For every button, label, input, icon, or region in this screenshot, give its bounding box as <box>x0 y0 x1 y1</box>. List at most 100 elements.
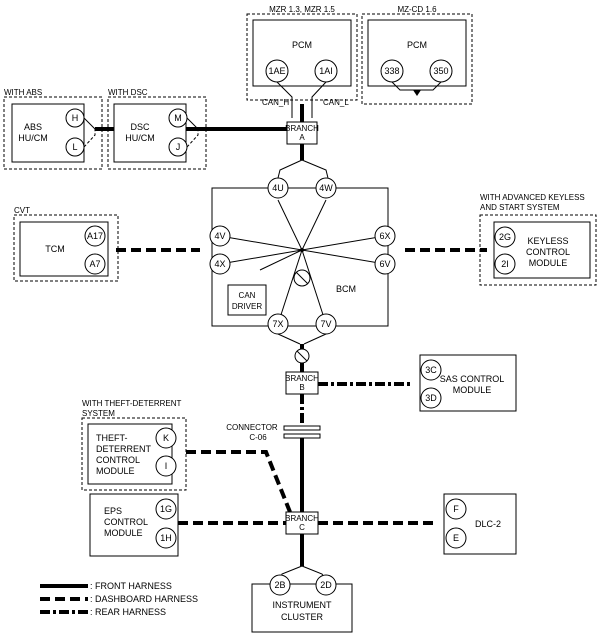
pcm-mzr-can-lines <box>276 81 327 118</box>
dlc-group: DLC-2 F E <box>443 493 517 555</box>
keyless-label-1: KEYLESS <box>527 236 568 246</box>
theft-label-4: MODULE <box>96 466 135 476</box>
pcm-mzcd-optional-frame <box>361 13 473 105</box>
pin-a17-label: A17 <box>87 231 103 241</box>
pcm-mzcd-group: MZ-CD 1.6 PCM 338 350 <box>361 5 473 105</box>
pin-338-label: 338 <box>384 66 399 76</box>
pin-i-label: I <box>165 461 168 471</box>
pin-6x-label: 6X <box>379 231 390 241</box>
can-driver-label-2: DRIVER <box>232 302 262 311</box>
cluster-box <box>251 583 353 633</box>
eps-label-3: MODULE <box>104 528 143 538</box>
pcm-mzr-optional-frame <box>246 13 358 101</box>
theft-label-3: CONTROL <box>96 455 140 465</box>
terminator-slash <box>295 271 309 285</box>
pin-i-circle <box>155 455 177 477</box>
keyless-group-label-2: AND START SYSTEM <box>480 203 560 212</box>
pin-1h-label: 1H <box>160 533 172 543</box>
bcm-label: BCM <box>336 284 356 294</box>
pin-4u-circle <box>267 177 289 199</box>
pin-7x-label: 7X <box>272 319 283 329</box>
pcm-mzcd-twist-mark <box>413 90 421 96</box>
pin-3c-circle <box>420 359 442 381</box>
pin-2b-circle <box>269 574 291 596</box>
dsc-label-2: HU/CM <box>125 133 155 143</box>
connector-label-2: C-06 <box>249 433 267 442</box>
pin-2i-label: 2I <box>501 259 509 269</box>
abs-group: WITH ABS ABS HU/CM H L <box>3 88 103 170</box>
bcm-group: BCM CAN DRIVER 4U 4W 4V 4X 6X 6V 7X 7V <box>209 177 396 335</box>
sas-label-2: MODULE <box>453 385 492 395</box>
pin-6x-circle <box>374 225 396 247</box>
pin-h-label: H <box>72 113 79 123</box>
pin-k-label: K <box>163 433 169 443</box>
theft-to-branch-c-dashboard <box>186 450 292 513</box>
branch-c-label-1: BRANCH <box>285 514 319 523</box>
pin-4v-circle <box>209 225 231 247</box>
pin-f-label: F <box>453 504 459 514</box>
keyless-label-2: CONTROL <box>526 247 570 257</box>
connector-c06-top <box>283 425 321 431</box>
abs-can-line-l <box>83 129 96 148</box>
pin-a17-circle <box>84 225 106 247</box>
pin-4u-label: 4U <box>272 183 284 193</box>
theft-group: WITH THEFT-DETERRENT SYSTEM THEFT- DETER… <box>81 399 187 491</box>
connector-c06-bottom <box>283 433 321 439</box>
pin-1ae-label: 1AE <box>268 66 285 76</box>
dsc-group: WITH DSC DSC HU/CM M J <box>107 88 207 170</box>
dsc-can-line-m <box>186 117 199 130</box>
dsc-can-line-j <box>186 129 199 148</box>
dsc-group-label: WITH DSC <box>108 88 148 97</box>
pin-7v-label: 7V <box>320 319 331 329</box>
pcm-mzr-label: PCM <box>292 40 312 50</box>
pin-2i-circle <box>494 253 516 275</box>
legend-rear-label: : REAR HARNESS <box>90 607 166 617</box>
sas-label-1: SAS CONTROL <box>440 374 505 384</box>
pin-1ai-label: 1AI <box>319 66 333 76</box>
dsc-label-1: DSC <box>130 122 150 132</box>
theft-label-2: DETERRENT <box>96 444 152 454</box>
pin-1g-circle <box>155 498 177 520</box>
pin-2d-label: 2D <box>320 580 332 590</box>
abs-group-label: WITH ABS <box>4 88 42 97</box>
pin-e-circle <box>445 527 467 549</box>
can-driver-label-1: CAN <box>239 291 256 300</box>
pin-a7-circle <box>84 253 106 275</box>
pin-4x-label: 4X <box>214 259 225 269</box>
legend-dashboard-label: : DASHBOARD HARNESS <box>90 594 198 604</box>
keyless-group-label-1: WITH ADVANCED KEYLESS <box>480 193 585 202</box>
sas-group: SAS CONTROL MODULE 3C 3D <box>419 354 517 412</box>
pcm-mzr-group-label: MZR 1.3, MZR 1.5 <box>269 5 335 14</box>
pin-6v-circle <box>374 253 396 275</box>
pin-a7-label: A7 <box>89 259 100 269</box>
can-h-label: CAN_H <box>262 98 289 107</box>
tcm-group: CVT TCM A17 A7 <box>13 206 119 282</box>
pin-3d-circle <box>420 387 442 409</box>
bcm-bus-node <box>300 248 304 252</box>
pin-4v-label: 4V <box>214 231 225 241</box>
theft-group-label-1: WITH THEFT-DETERRENT <box>82 399 182 408</box>
pin-2d-circle <box>315 574 337 596</box>
branch-a-label-2: A <box>299 133 305 142</box>
pin-3d-label: 3D <box>425 393 437 403</box>
pin-4x-circle <box>209 253 231 275</box>
pin-2b-label: 2B <box>274 580 285 590</box>
pin-4w-circle <box>315 177 337 199</box>
pin-2g-circle <box>494 226 516 248</box>
terminator-b-slash <box>296 350 308 362</box>
cluster-label-1: INSTRUMENT <box>273 600 332 610</box>
pin-1h-circle <box>155 527 177 549</box>
theft-label-1: THEFT- <box>96 433 128 443</box>
abs-label-2: HU/CM <box>18 133 48 143</box>
pcm-mzcd-label: PCM <box>407 40 427 50</box>
dlc-label: DLC-2 <box>475 519 501 529</box>
can-driver-box <box>227 284 267 316</box>
pin-f-circle <box>445 498 467 520</box>
pin-l-label: L <box>72 142 77 152</box>
cluster-label-2: CLUSTER <box>281 612 324 622</box>
pin-4w-label: 4W <box>319 183 333 193</box>
eps-label-2: CONTROL <box>104 517 148 527</box>
branch-a-label-1: BRANCH <box>285 124 319 133</box>
connector-label-1: CONNECTOR <box>226 423 278 432</box>
abs-can-line-h <box>83 117 96 130</box>
